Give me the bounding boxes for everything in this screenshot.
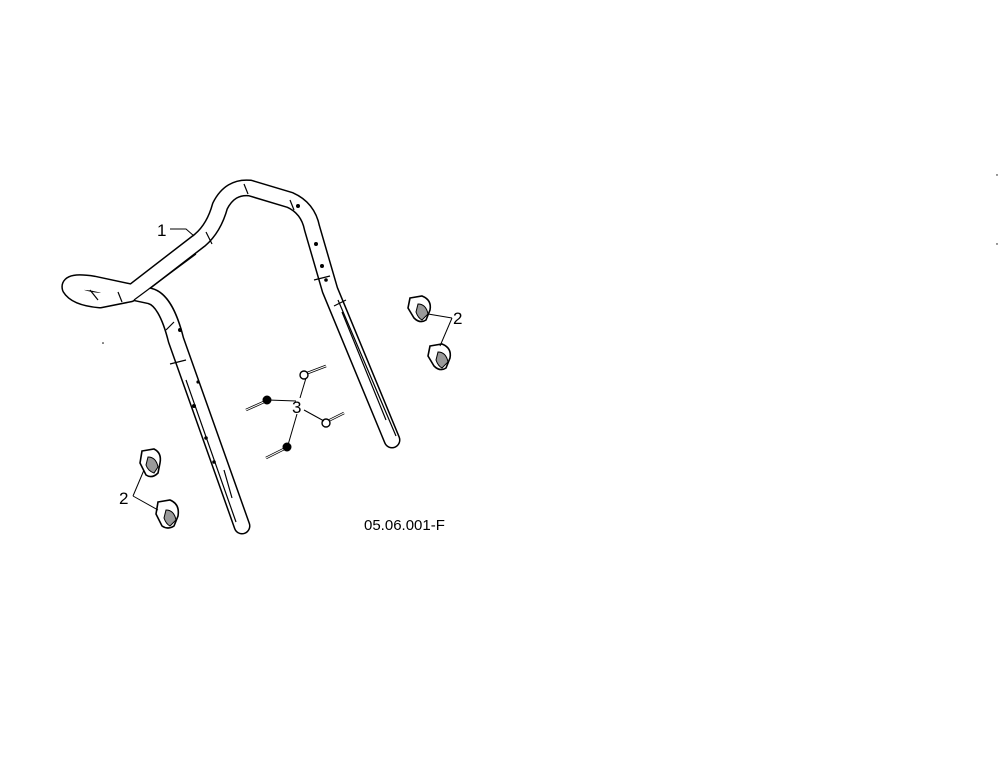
wing-knob: [407, 295, 432, 323]
knobs-left-group: [132, 448, 180, 529]
callout-label-2-right: 2: [453, 309, 462, 328]
handle-frame-core: [62, 180, 399, 533]
handle-frame: [61, 179, 401, 535]
scan-specks: [102, 174, 998, 344]
callout-3-leaders: [267, 377, 325, 446]
wing-knob: [427, 343, 452, 371]
handle-frame-details: [89, 183, 397, 523]
bolt: [245, 395, 272, 412]
wing-knob: [139, 448, 162, 478]
callout-label-1: 1: [157, 221, 166, 240]
bolt: [265, 442, 292, 460]
knobs-right-group: [407, 295, 453, 371]
bolt: [321, 411, 345, 428]
bolts-group: [245, 364, 345, 460]
callout-2-right-leaders: [427, 313, 453, 347]
callout-label-2-left: 2: [119, 489, 128, 508]
bolt: [299, 364, 327, 380]
callout-label-3: 3: [292, 398, 301, 417]
handle-frame-holes: [178, 204, 328, 464]
wing-knob: [155, 499, 180, 529]
callout-1-leader: [170, 228, 195, 237]
callout-2-left-leaders: [132, 469, 159, 511]
drawing-number: 05.06.001-F: [364, 517, 445, 534]
